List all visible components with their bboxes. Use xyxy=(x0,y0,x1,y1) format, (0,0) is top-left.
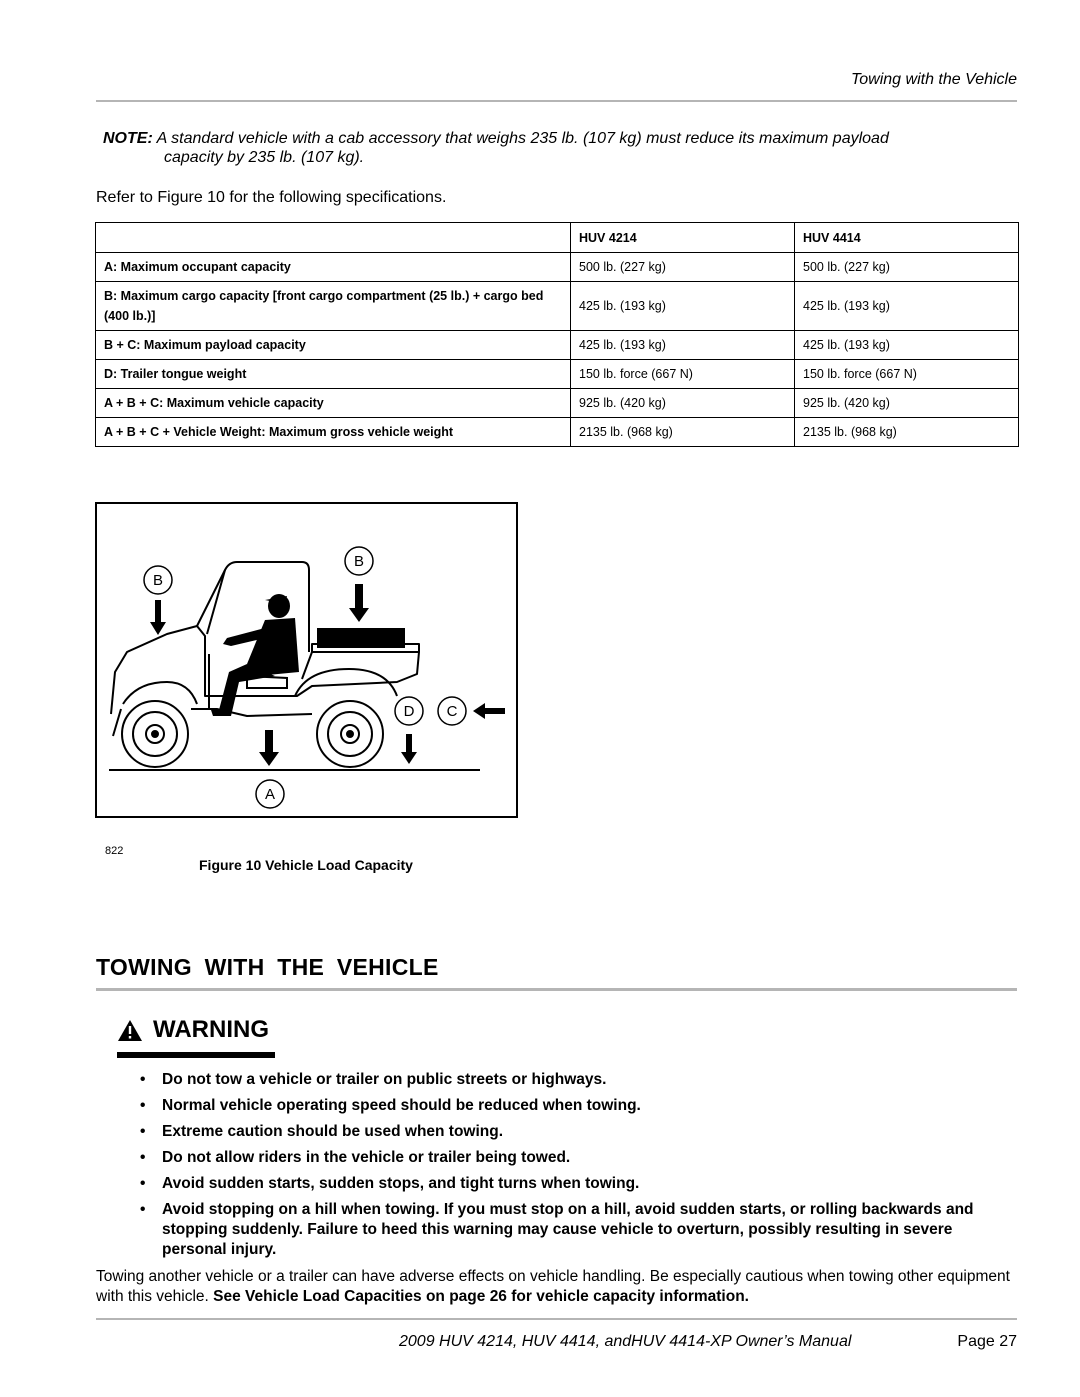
row-label: D: Trailer tongue weight xyxy=(95,359,571,389)
table-row: D: Trailer tongue weight 150 lb. force (… xyxy=(95,359,1019,389)
note-block: NOTE: A standard vehicle with a cab acce… xyxy=(103,129,1003,167)
header-rule xyxy=(96,100,1017,102)
table-row: B: Maximum cargo capacity [front cargo c… xyxy=(95,281,1019,331)
vehicle-body xyxy=(110,561,420,737)
figure-vehicle-load-capacity: B B D C A xyxy=(95,502,518,818)
section-title: TOWING WITH THE VEHICLE xyxy=(96,954,439,980)
warning-triangle-icon xyxy=(118,1019,142,1041)
label-c: C xyxy=(447,703,458,720)
label-d: D xyxy=(404,703,415,720)
row-value-4214: 425 lb. (193 kg) xyxy=(570,330,795,360)
rear-wheel xyxy=(316,700,384,768)
figure-caption: Figure 10 Vehicle Load Capacity xyxy=(199,857,413,873)
note-line-1: A standard vehicle with a cab accessory … xyxy=(156,130,889,147)
towing-paragraph: Towing another vehicle or a trailer can … xyxy=(96,1267,1021,1307)
row-label: A: Maximum occupant capacity xyxy=(95,252,571,282)
table-row: A + B + C: Maximum vehicle capacity 925 … xyxy=(95,388,1019,418)
label-b-front: B xyxy=(153,572,163,589)
arrow-b-front xyxy=(150,600,166,635)
warning-item: Do not tow a vehicle or trailer on publi… xyxy=(140,1070,990,1090)
paragraph-text: Towing another vehicle or a trailer can … xyxy=(96,1268,1010,1305)
warning-title: WARNING xyxy=(153,1016,269,1043)
label-circle-b-front xyxy=(143,565,173,595)
page-footer: 2009 HUV 4214, HUV 4414, andHUV 4414-XP … xyxy=(96,1333,1017,1351)
label-b-bed: B xyxy=(354,553,364,570)
figure-number: 822 xyxy=(105,845,124,857)
warning-heading: WARNING xyxy=(117,1016,269,1044)
table-header-row: HUV 4214 HUV 4414 xyxy=(95,222,1019,253)
warning-list: Do not tow a vehicle or trailer on publi… xyxy=(140,1070,990,1266)
table-header-huv4414: HUV 4414 xyxy=(794,222,1019,253)
spec-table: HUV 4214 HUV 4414 A: Maximum occupant ca… xyxy=(95,222,1019,447)
table-row: B + C: Maximum payload capacity 425 lb. … xyxy=(95,330,1019,360)
row-value-4414: 2135 lb. (968 kg) xyxy=(794,417,1019,447)
page-number: Page 27 xyxy=(957,1333,1017,1350)
cargo-box xyxy=(317,628,405,648)
note-prefix: NOTE: xyxy=(103,130,153,147)
row-label: B: Maximum cargo capacity [front cargo c… xyxy=(95,281,571,331)
label-circle-d xyxy=(394,696,424,726)
row-value-4414: 150 lb. force (667 N) xyxy=(794,359,1019,389)
intro-text: Refer to Figure 10 for the following spe… xyxy=(96,189,447,206)
vehicle-illustration: B B D C A xyxy=(109,546,505,809)
row-value-4214: 425 lb. (193 kg) xyxy=(570,281,795,331)
row-value-4214: 925 lb. (420 kg) xyxy=(570,388,795,418)
row-label: A + B + C: Maximum vehicle capacity xyxy=(95,388,571,418)
label-circle-b-bed xyxy=(344,546,374,576)
warning-item: Extreme caution should be used when towi… xyxy=(140,1122,990,1142)
row-value-4214: 500 lb. (227 kg) xyxy=(570,252,795,282)
arrow-b-bed xyxy=(349,584,369,622)
warning-item: Do not allow riders in the vehicle or tr… xyxy=(140,1148,990,1168)
footer-rule xyxy=(96,1318,1017,1320)
paragraph-reference: See Vehicle Load Capacities on page 26 f… xyxy=(213,1288,749,1305)
row-value-4414: 925 lb. (420 kg) xyxy=(794,388,1019,418)
arrow-c xyxy=(473,703,505,719)
manual-title: 2009 HUV 4214, HUV 4414, andHUV 4414-XP … xyxy=(399,1333,852,1350)
section-rule xyxy=(96,988,1017,991)
running-header: Towing with the Vehicle xyxy=(850,71,1017,88)
driver-figure xyxy=(211,594,299,716)
row-value-4414: 425 lb. (193 kg) xyxy=(794,281,1019,331)
label-circle-a xyxy=(255,779,285,809)
row-value-4214: 2135 lb. (968 kg) xyxy=(570,417,795,447)
table-header-huv4214: HUV 4214 xyxy=(570,222,795,253)
warning-item: Normal vehicle operating speed should be… xyxy=(140,1096,990,1116)
table-header-blank xyxy=(95,222,571,253)
row-label: A + B + C + Vehicle Weight: Maximum gros… xyxy=(95,417,571,447)
seat xyxy=(246,674,288,689)
row-value-4414: 425 lb. (193 kg) xyxy=(794,330,1019,360)
front-wheel xyxy=(121,700,189,768)
arrow-d xyxy=(401,734,417,764)
table-row: A + B + C + Vehicle Weight: Maximum gros… xyxy=(95,417,1019,447)
warning-item: Avoid sudden starts, sudden stops, and t… xyxy=(140,1174,990,1194)
warning-underline xyxy=(117,1052,275,1058)
row-value-4214: 150 lb. force (667 N) xyxy=(570,359,795,389)
label-circle-c xyxy=(437,696,467,726)
row-value-4414: 500 lb. (227 kg) xyxy=(794,252,1019,282)
arrow-a xyxy=(259,730,279,766)
note-line-2: capacity by 235 lb. (107 kg). xyxy=(164,149,365,166)
table-row: A: Maximum occupant capacity 500 lb. (22… xyxy=(95,252,1019,282)
label-a: A xyxy=(265,786,275,803)
warning-item: Avoid stopping on a hill when towing. If… xyxy=(140,1200,990,1260)
row-label: B + C: Maximum payload capacity xyxy=(95,330,571,360)
